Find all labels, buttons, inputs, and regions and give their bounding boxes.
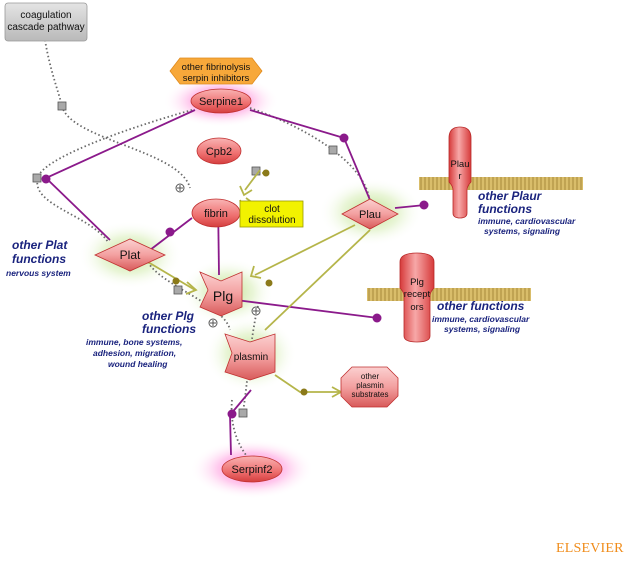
- coagulation-label-1: coagulation: [20, 10, 71, 21]
- receptor-functions-sub-2: systems, signaling: [444, 324, 521, 334]
- plat-functions-sub-1: nervous system: [6, 268, 71, 278]
- fibrin-node[interactable]: fibrin: [191, 198, 241, 228]
- plaur-functions-title-2: functions: [478, 202, 532, 216]
- plaur-receptor-node[interactable]: Plau r: [448, 126, 472, 219]
- coagulation-label-2: cascade pathway: [7, 22, 84, 33]
- plaur-label-1: Plau: [450, 159, 469, 170]
- plat-node[interactable]: Plat: [94, 238, 166, 272]
- receptor-functions-title-1: other functions: [437, 299, 525, 313]
- substrates-label-2: plasmin: [356, 381, 384, 390]
- substrates-label-3: substrates: [352, 390, 389, 399]
- plg-receptors-node[interactable]: Plg recept ors: [399, 252, 435, 343]
- inhibition-dots: [41, 133, 429, 419]
- receptor-functions-sub-1: immune, cardiovascular: [432, 314, 530, 324]
- plg-functions-sub-2: adhesion, migration,: [93, 348, 176, 358]
- serpine1-node[interactable]: Serpine1: [190, 88, 252, 114]
- plg-functions-title-1: other Plg: [142, 309, 195, 323]
- dotted-edges: [36, 39, 371, 456]
- plaur-functions-sub-1: immune, cardiovascular: [478, 216, 576, 226]
- plg-receptors-label-3: ors: [410, 302, 423, 313]
- plaur-label-2: r: [458, 171, 461, 182]
- fibrinolysis-inhibitors-label-2: serpin inhibitors: [183, 73, 250, 84]
- plau-node[interactable]: Plau: [341, 198, 399, 230]
- activation-hexes: [172, 169, 308, 396]
- fibrin-label: fibrin: [204, 208, 228, 220]
- plg-label: Plg: [213, 288, 233, 304]
- plat-functions-annotation: other Plat functions nervous system: [6, 238, 71, 278]
- serpinf2-node[interactable]: Serpinf2: [221, 455, 283, 483]
- plaur-functions-annotation: other Plaur functions immune, cardiovasc…: [478, 189, 576, 236]
- plg-functions-title-2: functions: [142, 322, 196, 336]
- other-plasmin-substrates-node[interactable]: other plasmin substrates: [340, 366, 399, 408]
- receptor-functions-annotation: other functions immune, cardiovascular s…: [432, 299, 530, 334]
- plg-functions-sub-3: wound healing: [108, 359, 168, 369]
- plat-label: Plat: [120, 248, 141, 262]
- substrates-label-1: other: [361, 372, 380, 381]
- plaur-functions-sub-2: systems, signaling: [484, 226, 561, 236]
- elsevier-logo: ELSEVIER: [556, 541, 624, 556]
- plg-functions-annotation: other Plg functions immune, bone systems…: [86, 309, 196, 369]
- clot-dissolution-node[interactable]: clot dissolution: [239, 200, 304, 228]
- fibrinolysis-inhibitors-node[interactable]: other fibrinolysis serpin inhibitors: [169, 57, 263, 85]
- plau-label: Plau: [359, 209, 381, 221]
- clot-dissolution-label-1: clot: [264, 204, 280, 215]
- fibrinolysis-inhibitors-label-1: other fibrinolysis: [182, 62, 251, 73]
- serpinf2-label: Serpinf2: [232, 464, 273, 476]
- serpine1-label: Serpine1: [199, 96, 243, 108]
- plasmin-label: plasmin: [234, 352, 268, 363]
- plg-functions-sub-1: immune, bone systems,: [86, 337, 182, 347]
- plg-node[interactable]: Plg: [199, 271, 243, 317]
- plg-receptors-label-1: Plg: [410, 277, 424, 288]
- plaur-functions-title-1: other Plaur: [478, 189, 543, 203]
- plg-receptors-label-2: recept: [404, 289, 431, 300]
- cpb2-label: Cpb2: [206, 146, 232, 158]
- cpb2-node[interactable]: Cpb2: [196, 137, 242, 165]
- plat-functions-title-1: other Plat: [12, 238, 68, 252]
- coagulation-cascade-node[interactable]: coagulation cascade pathway: [4, 2, 88, 42]
- plat-functions-title-2: functions: [12, 252, 66, 266]
- plasmin-node[interactable]: plasmin: [224, 333, 276, 381]
- clot-dissolution-label-2: dissolution: [248, 215, 295, 226]
